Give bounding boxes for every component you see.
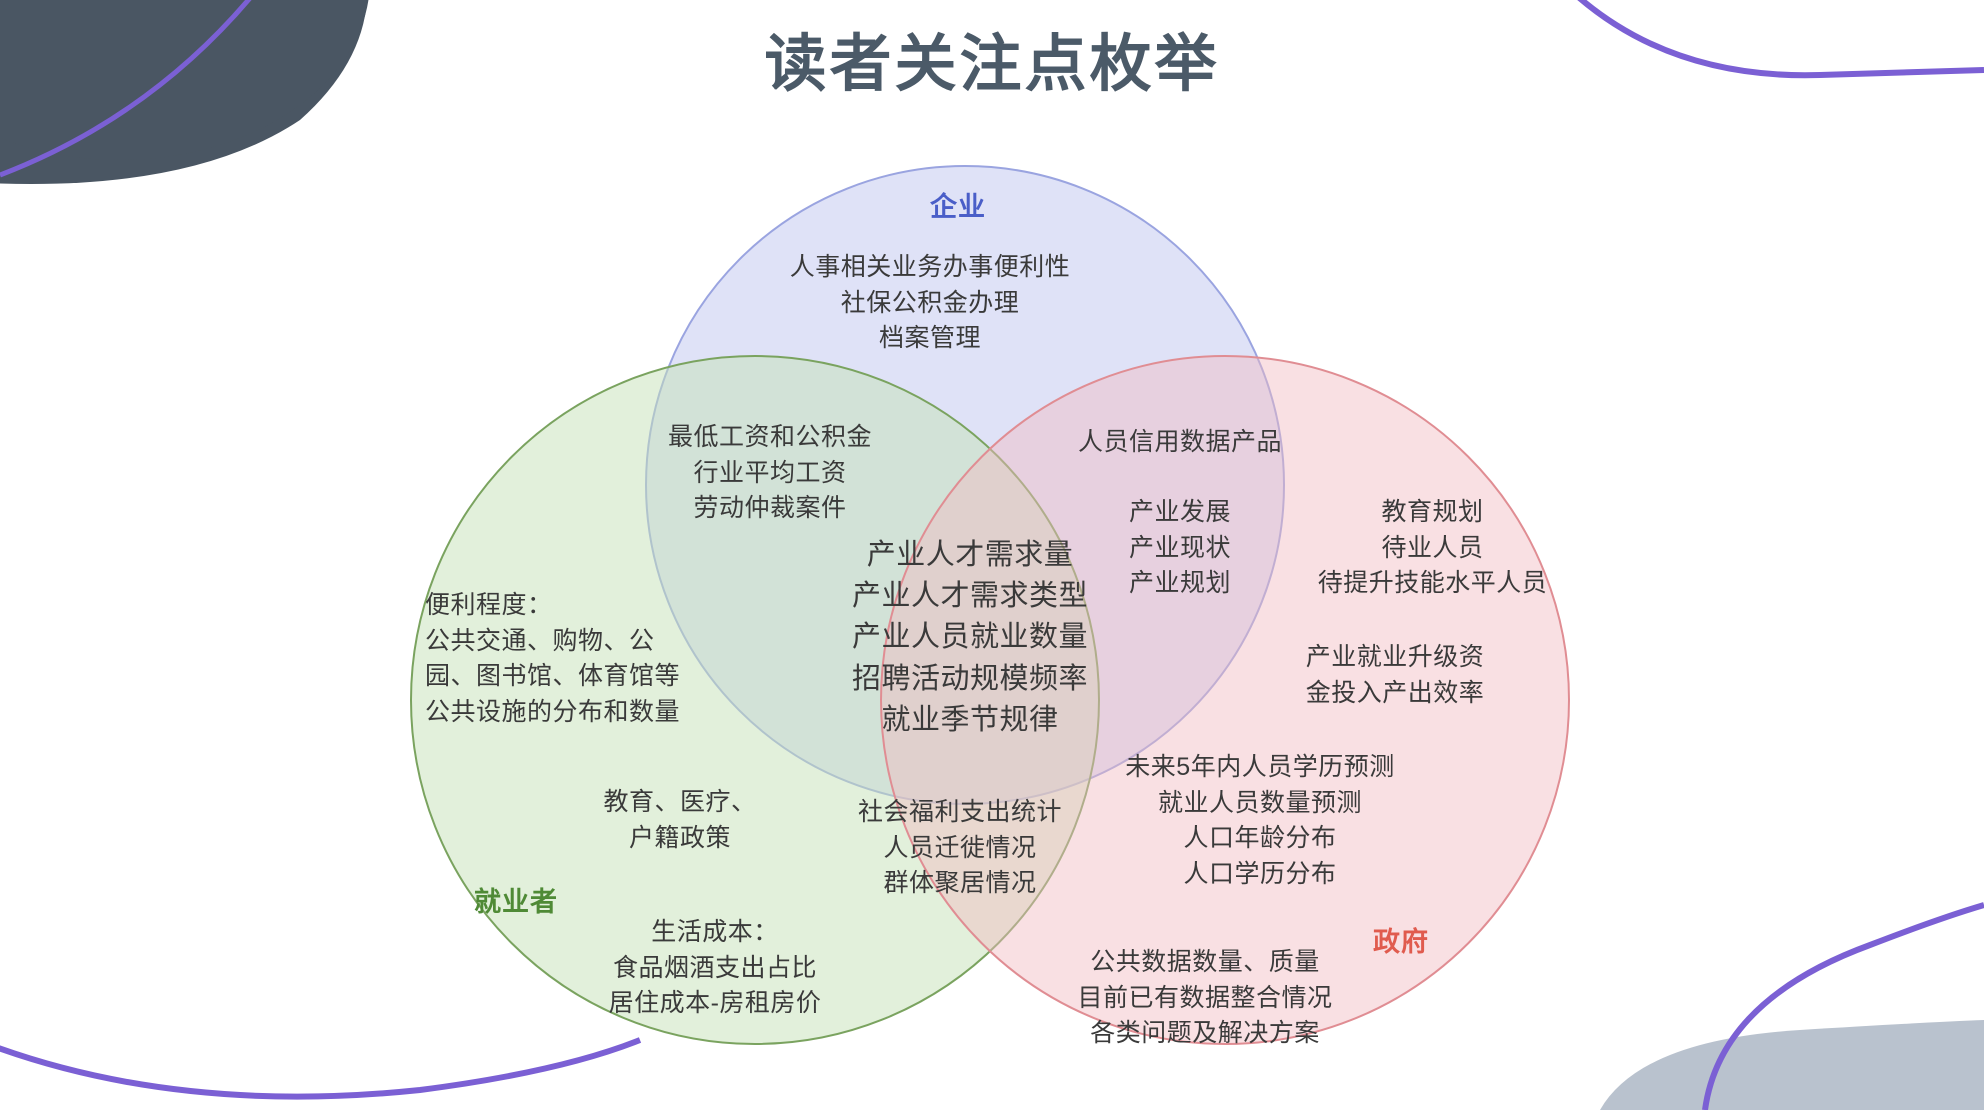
region-text-enterprise-government-top: 人员信用数据产品 bbox=[1077, 428, 1282, 456]
region-text-worker-government: 社会福利支出统计 人员迁徙情况 群体聚居情况 bbox=[857, 798, 1062, 897]
venn-label-enterprise: 企业 bbox=[930, 192, 986, 222]
region-text-worker-only-mid: 教育、医疗、 户籍政策 bbox=[603, 788, 757, 852]
region-text-worker-only-top: 便利程度： 公共交通、购物、公 园、图书馆、体育馆等 公共设施的分布和数量 bbox=[425, 591, 681, 726]
region-text-center-all-three: 产业人才需求量 产业人才需求类型 产业人员就业数量 招聘活动规模频率 就业季节规… bbox=[851, 539, 1088, 736]
region-text-enterprise-only: 人事相关业务办事便利性 社保公积金办理 档案管理 bbox=[789, 253, 1071, 352]
region-text-government-only-mid: 产业就业升级资 金投入产出效率 bbox=[1305, 643, 1485, 707]
bottom-left-accent-curve bbox=[0, 1037, 642, 1100]
region-text-enterprise-government-mid: 产业发展 产业现状 产业规划 bbox=[1128, 498, 1231, 597]
region-text-enterprise-worker: 最低工资和公积金 行业平均工资 劳动仲裁案件 bbox=[667, 423, 872, 522]
region-text-government-only-forecast: 未来5年内人员学历预测 就业人员数量预测 人口年龄分布 人口学历分布 bbox=[1125, 753, 1395, 888]
venn-circle-government bbox=[880, 355, 1570, 1045]
bottom-right-accent-curve bbox=[1702, 902, 1984, 1110]
top-left-accent-curve bbox=[0, 0, 252, 178]
region-text-government-only-top: 教育规划 待业人员 待提升技能水平人员 bbox=[1317, 498, 1548, 597]
region-text-worker-only-bottom: 生活成本： 食品烟酒支出占比 居住成本-房租房价 bbox=[608, 918, 822, 1017]
top-right-accent-curve bbox=[1577, 0, 1984, 79]
region-text-government-only-bottom: 公共数据数量、质量 目前已有数据整合情况 各类问题及解决方案 bbox=[1077, 948, 1333, 1047]
venn-label-worker: 就业者 bbox=[474, 887, 558, 917]
top-left-blob-ellipse bbox=[0, 0, 369, 160]
page-title: 读者关注点枚举 bbox=[764, 30, 1220, 99]
bottom-right-blob bbox=[1600, 1020, 1984, 1110]
venn-label-government: 政府 bbox=[1373, 927, 1429, 957]
